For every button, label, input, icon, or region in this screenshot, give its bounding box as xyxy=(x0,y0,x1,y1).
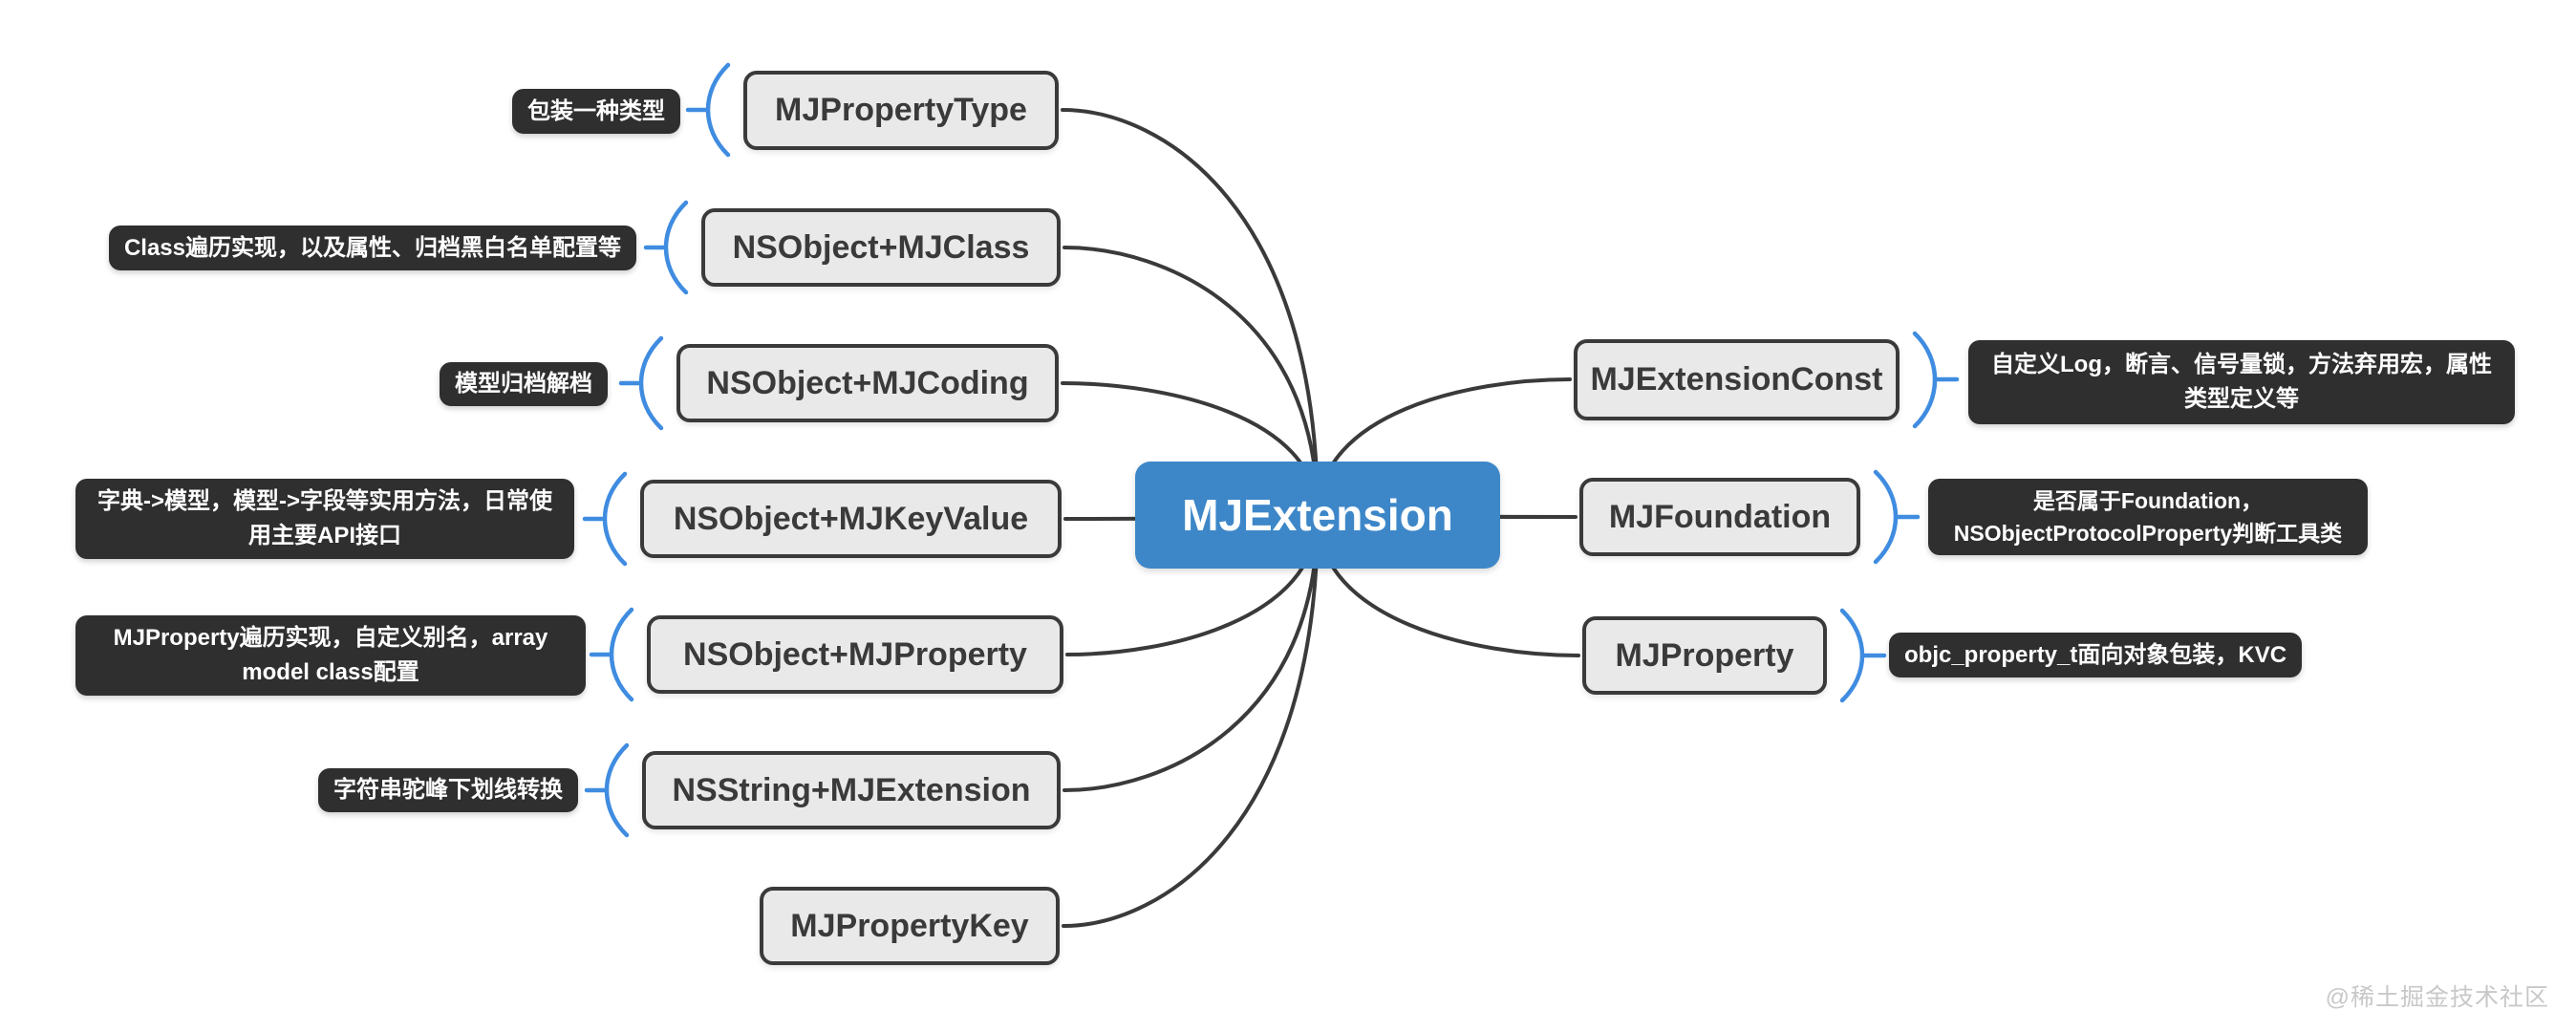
link-left-nsobject-mjclass xyxy=(1063,246,1320,517)
desc-mjfoundation[interactable]: 是否属于Foundation，NSObjectProtocolProperty判… xyxy=(1928,479,2368,555)
node-mjfoundation[interactable]: MJFoundation xyxy=(1579,478,1860,556)
summary-bracket-left-1 xyxy=(685,62,731,158)
desc-mjpropertytype[interactable]: 包装一种类型 xyxy=(512,89,680,134)
node-nsstring-mjextension[interactable]: NSString+MJExtension xyxy=(642,751,1061,829)
link-left-mjpropertykey xyxy=(1062,513,1320,928)
desc-nsobject-mjcoding[interactable]: 模型归档解档 xyxy=(440,362,608,406)
node-mjpropertytype[interactable]: MJPropertyType xyxy=(743,71,1059,150)
link-left-nsstring-mjextension xyxy=(1063,513,1320,792)
desc-text: 自定义Log，断言、信号量锁，方法弃用宏，属性类型定义等 xyxy=(1991,352,2492,412)
node-mjproperty[interactable]: MJProperty xyxy=(1582,616,1827,695)
desc-mjextensionconst[interactable]: 自定义Log，断言、信号量锁，方法弃用宏，属性类型定义等 xyxy=(1968,340,2515,424)
node-label: NSObject+MJKeyValue xyxy=(673,500,1029,537)
summary-bracket-left-2 xyxy=(643,200,689,295)
summary-bracket-right-3 xyxy=(1839,608,1887,703)
node-label: NSObject+MJClass xyxy=(732,228,1030,266)
desc-nsstring-mjextension[interactable]: 字符串驼峰下划线转换 xyxy=(318,768,578,812)
desc-text: objc_property_t面向对象包装，KVC xyxy=(1904,641,2287,668)
desc-nsobject-mjkeyvalue[interactable]: 字典->模型，模型->字段等实用方法，日常使用主要API接口 xyxy=(75,479,574,559)
summary-bracket-right-1 xyxy=(1912,331,1960,429)
desc-text: 字典->模型，模型->字段等实用方法，日常使用主要API接口 xyxy=(97,488,552,548)
node-label: MJFoundation xyxy=(1608,498,1832,535)
node-nsobject-mjclass[interactable]: NSObject+MJClass xyxy=(701,208,1061,287)
summary-bracket-left-4 xyxy=(582,471,628,567)
node-nsobject-mjkeyvalue[interactable]: NSObject+MJKeyValue xyxy=(640,480,1062,558)
node-label: MJProperty xyxy=(1615,636,1794,674)
desc-text: MJProperty遍历实现，自定义别名，array model class配置 xyxy=(113,625,548,685)
node-label: NSObject+MJProperty xyxy=(683,635,1027,673)
desc-text: 包装一种类型 xyxy=(527,97,665,124)
root-label: MJExtension xyxy=(1182,490,1453,540)
desc-text: 字符串驼峰下划线转换 xyxy=(333,777,563,803)
node-mjextensionconst[interactable]: MJExtensionConst xyxy=(1574,339,1900,420)
watermark: @稀土掘金技术社区 xyxy=(2325,984,2549,1011)
node-root-mjextension[interactable]: MJExtension xyxy=(1135,462,1500,569)
summary-bracket-left-6 xyxy=(584,742,630,838)
desc-text: Class遍历实现，以及属性、归档黑白名单配置等 xyxy=(123,234,621,261)
summary-bracket-left-5 xyxy=(589,607,634,702)
desc-nsobject-mjproperty[interactable]: MJProperty遍历实现，自定义别名，array model class配置 xyxy=(75,615,586,696)
desc-mjproperty[interactable]: objc_property_t面向对象包装，KVC xyxy=(1889,633,2303,677)
summary-bracket-left-3 xyxy=(618,335,664,431)
node-label: MJExtensionConst xyxy=(1590,361,1883,398)
node-label: NSObject+MJCoding xyxy=(706,364,1029,401)
node-nsobject-mjcoding[interactable]: NSObject+MJCoding xyxy=(676,344,1059,422)
summary-bracket-right-2 xyxy=(1873,469,1921,565)
desc-text: 是否属于Foundation，NSObjectProtocolProperty判… xyxy=(1953,488,2343,546)
link-left-mjpropertytype xyxy=(1061,108,1320,517)
desc-nsobject-mjclass[interactable]: Class遍历实现，以及属性、归档黑白名单配置等 xyxy=(108,226,636,270)
node-label: NSString+MJExtension xyxy=(672,771,1031,808)
node-nsobject-mjproperty[interactable]: NSObject+MJProperty xyxy=(647,615,1063,694)
node-label: MJPropertyType xyxy=(775,92,1027,128)
node-mjpropertykey[interactable]: MJPropertyKey xyxy=(760,887,1060,965)
node-label: MJPropertyKey xyxy=(790,907,1029,944)
desc-text: 模型归档解档 xyxy=(455,371,592,397)
